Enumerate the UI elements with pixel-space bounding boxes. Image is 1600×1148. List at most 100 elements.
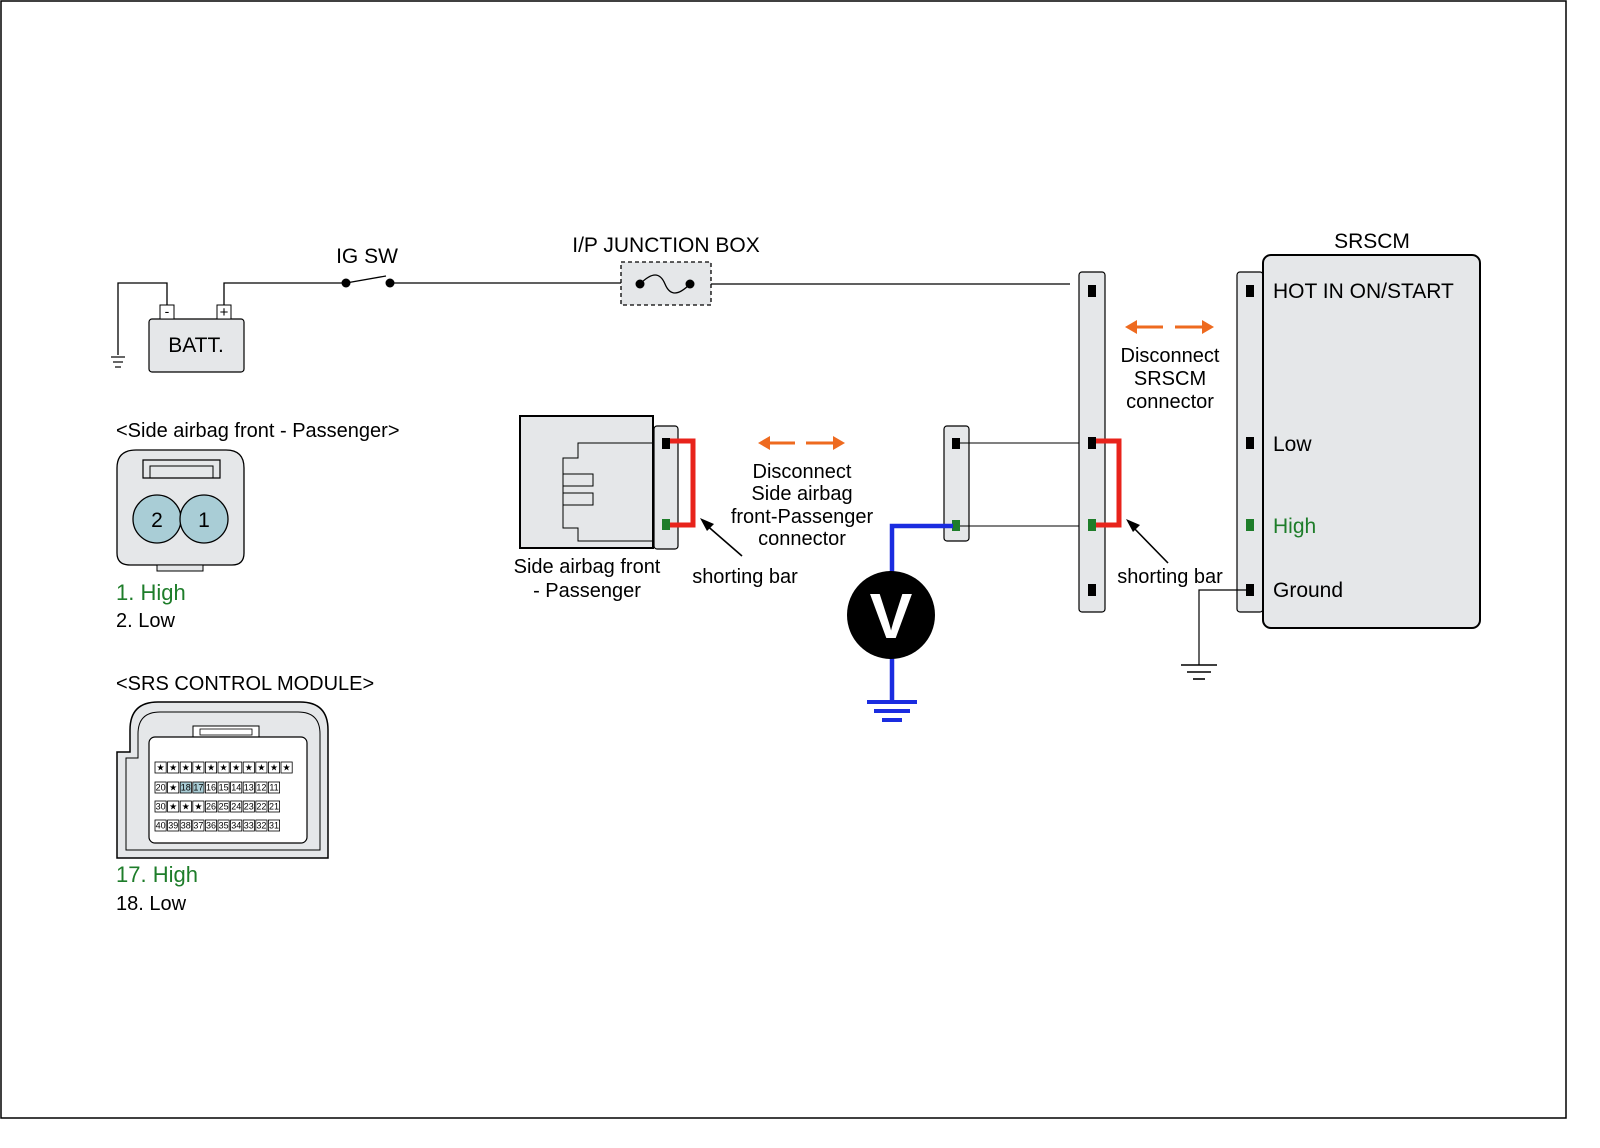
srs-pin-label: ★ [207, 763, 215, 773]
srs-connector-housing-inner [125, 711, 321, 851]
srs-pin-cell [242, 800, 255, 813]
srs-pin-label: ★ [182, 763, 190, 773]
srs-pin-cell [179, 819, 192, 832]
srs-pin-cell [267, 781, 280, 794]
disconnect-airbag-arrows [758, 436, 845, 450]
airbag-inflator-tab-lower [562, 492, 594, 506]
page-border [0, 0, 1567, 1119]
srs-pin-cell [242, 781, 255, 794]
srs-pin-label: 37 [193, 821, 203, 831]
srs-pin-label: 32 [256, 821, 266, 831]
airbag-connector-title: <Side airbag front - Passenger> [116, 420, 400, 442]
airbag-component-label-line1: Side airbag front [514, 556, 661, 578]
arrow-head-icon [1126, 519, 1140, 532]
battery-plus-sign: + [220, 304, 229, 321]
battery-body [148, 318, 245, 373]
srs-pin-cell [192, 800, 205, 813]
srs-pin-cell [179, 761, 192, 774]
srs-pin-cell [154, 761, 167, 774]
srs-pin-cell [255, 800, 268, 813]
srscm-pin-high [1246, 519, 1254, 531]
srs-pin-cell [217, 781, 230, 794]
srs-pin-label: 30 [156, 802, 166, 812]
arrow-left-icon [758, 436, 770, 450]
srs-pin-label: 21 [269, 802, 279, 812]
srs-pin-cell [192, 781, 205, 794]
srs-pin-label: 20 [156, 783, 166, 793]
battery-ground-icon [111, 356, 125, 368]
airbag-connector-latch-inner [149, 465, 214, 479]
srs-pin-cell [230, 819, 243, 832]
battery-minus-sign: - [165, 303, 170, 319]
airbag-pin-low [662, 438, 670, 449]
disconnect-airbag-line3: front-Passenger [731, 506, 874, 528]
airbag-pin-1-label: 1 [198, 509, 210, 532]
airbag-connector-pin-1 [179, 494, 229, 544]
srs-legend-low: 18. Low [116, 893, 187, 915]
harness-connector-middle [943, 425, 970, 542]
srs-pin-cell [154, 819, 167, 832]
srs-legend-high: 17. High [116, 862, 198, 887]
srs-pin-label: 17 [193, 783, 203, 793]
srscm-ground-wire [1198, 589, 1250, 665]
disconnect-airbag-line4: connector [758, 528, 846, 550]
srscm-body [1262, 254, 1481, 629]
srs-module-connector-title: <SRS CONTROL MODULE> [116, 673, 374, 695]
disconnect-srscm-arrows [1125, 320, 1214, 334]
airbag-connector-face: 2 1 [116, 449, 245, 572]
srs-pin-label: ★ [169, 763, 177, 773]
fuse-icon [639, 274, 691, 294]
srs-pin-cell [217, 800, 230, 813]
srs-pin-label: 14 [231, 783, 241, 793]
shorting-bar-left-label: shorting bar [692, 566, 798, 588]
junction-box-label: I/P JUNCTION BOX [572, 234, 759, 257]
srs-pin-label: 15 [219, 783, 229, 793]
airbag-connector-latch [142, 459, 221, 479]
srs-connector-lock-inner [199, 728, 253, 736]
srs-pin-cell [192, 761, 205, 774]
srs-pin-label: ★ [232, 763, 240, 773]
meter-ground-icon [867, 700, 917, 722]
srs-pin-label: ★ [270, 763, 278, 773]
harness-connector-block [943, 425, 970, 542]
srs-pin-cell [179, 781, 192, 794]
srs-pin-cell [255, 781, 268, 794]
srs-pin-cell [230, 800, 243, 813]
srs-pin-cell [167, 761, 180, 774]
srs-pin-label: 39 [168, 821, 178, 831]
srs-pin-cell [179, 800, 192, 813]
srs-pin-label: ★ [245, 763, 253, 773]
srscm-harness-pin-high [1088, 519, 1096, 531]
ig-sw-label: IG SW [336, 245, 398, 268]
srs-pin-label: 23 [244, 802, 254, 812]
srs-pin-cell [204, 781, 217, 794]
shorting-bar-right-label: shorting bar [1117, 566, 1223, 588]
srs-pin-cell [154, 781, 167, 794]
arrow-right-icon [833, 436, 845, 450]
srscm-harness-pin-low [1088, 437, 1096, 449]
srs-pin-cell [242, 761, 255, 774]
arrow-right-icon [1202, 320, 1214, 334]
srs-pin-label: 18 [181, 783, 191, 793]
srs-pin-label: 12 [256, 783, 266, 793]
airbag-inflator-tab-upper [562, 473, 594, 487]
shorting-bar-right [1096, 438, 1122, 528]
airbag-connector-block [653, 425, 679, 550]
srs-pin-label: 40 [156, 821, 166, 831]
voltmeter: V [847, 571, 935, 659]
srs-pin-label: 34 [231, 821, 241, 831]
side-airbag-component: Side airbag front - Passenger [514, 415, 679, 602]
srs-pin-cell [230, 781, 243, 794]
srscm-pin-hot [1246, 285, 1254, 297]
airbag-legend-high: 1. High [116, 580, 186, 605]
shorting-bar-left [670, 438, 696, 528]
srs-pin-cell [217, 761, 230, 774]
battery-label: BATT. [168, 334, 224, 357]
srs-pin-cell [267, 819, 280, 832]
srscm-label-low: Low [1273, 433, 1312, 456]
srs-pin-cell [167, 819, 180, 832]
